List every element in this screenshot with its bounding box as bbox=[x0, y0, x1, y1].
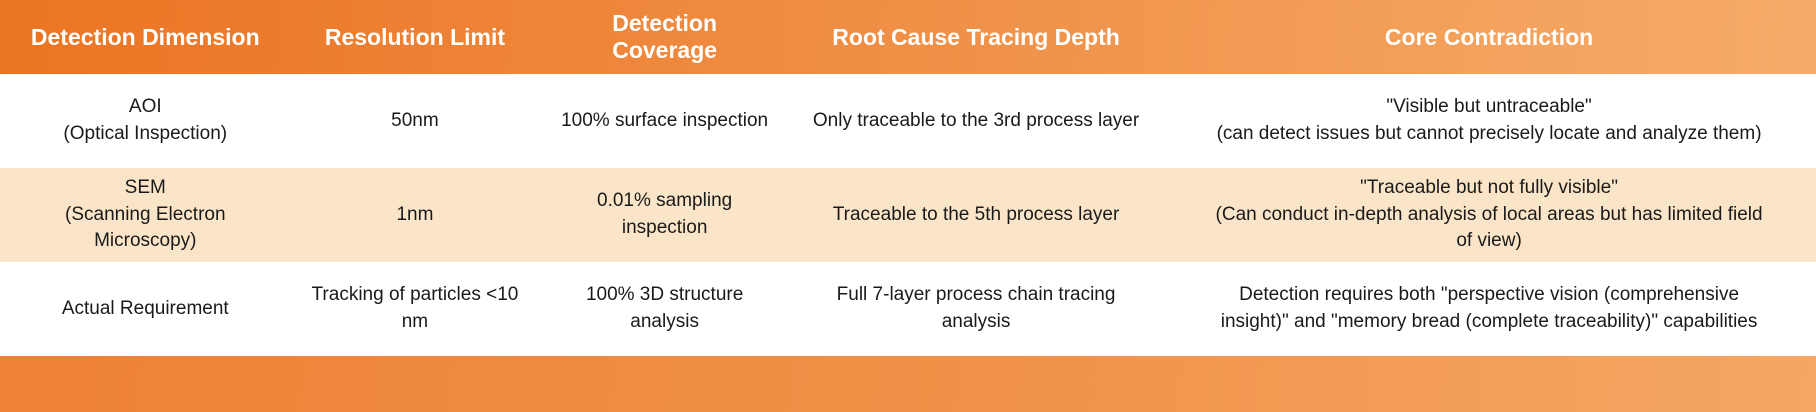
table-row-aoi: AOI (Optical Inspection) 50nm 100% surfa… bbox=[0, 74, 1816, 168]
cell-text: 100% 3D structure analysis bbox=[585, 284, 744, 332]
header-cell-detection-coverage: Detection Coverage bbox=[539, 0, 790, 74]
cell-aoi-coverage: 100% surface inspection bbox=[539, 74, 790, 168]
cell-aoi-tracing-depth: Only traceable to the 3rd process layer bbox=[790, 74, 1162, 168]
header-cell-resolution-limit: Resolution Limit bbox=[291, 0, 540, 74]
table-row-sem: SEM (Scanning Electron Microscopy) 1nm 0… bbox=[0, 168, 1816, 262]
cell-text: "Visible but untraceable" (can detect is… bbox=[1216, 96, 1762, 144]
cell-requirement-resolution: Tracking of particles <10 nm bbox=[291, 262, 540, 356]
cell-requirement-coverage: 100% 3D structure analysis bbox=[539, 262, 790, 356]
cell-requirement-contradiction: Detection requires both "perspective vis… bbox=[1162, 262, 1816, 356]
cell-aoi-contradiction: "Visible but untraceable" (can detect is… bbox=[1162, 74, 1816, 168]
cell-text: 0.01% sampling inspection bbox=[597, 190, 733, 238]
cell-text: AOI (Optical Inspection) bbox=[63, 96, 228, 144]
cell-text: Only traceable to the 3rd process layer bbox=[812, 109, 1140, 131]
cell-sem-resolution: 1nm bbox=[291, 168, 540, 262]
cell-text: Actual Requirement bbox=[61, 297, 229, 319]
header-label-detection-coverage: Detection Coverage bbox=[612, 10, 718, 63]
cell-sem-contradiction: "Traceable but not fully visible" (Can c… bbox=[1162, 168, 1816, 262]
cell-text: Full 7-layer process chain tracing analy… bbox=[836, 284, 1116, 332]
cell-text: SEM (Scanning Electron Microscopy) bbox=[65, 177, 226, 252]
cell-text: Traceable to the 5th process layer bbox=[832, 203, 1120, 225]
header-label-core-contradiction: Core Contradiction bbox=[1384, 23, 1594, 50]
cell-sem-coverage: 0.01% sampling inspection bbox=[539, 168, 790, 262]
table-row-actual-requirement: Actual Requirement Tracking of particles… bbox=[0, 262, 1816, 356]
cell-aoi-dimension: AOI (Optical Inspection) bbox=[0, 74, 291, 168]
cell-text: "Traceable but not fully visible" (Can c… bbox=[1215, 177, 1763, 252]
header-label-detection-dimension: Detection Dimension bbox=[30, 23, 260, 50]
header-cell-core-contradiction: Core Contradiction bbox=[1162, 0, 1816, 74]
cell-sem-tracing-depth: Traceable to the 5th process layer bbox=[790, 168, 1162, 262]
header-label-resolution-limit: Resolution Limit bbox=[324, 23, 506, 50]
cell-text: 1nm bbox=[396, 203, 434, 225]
header-cell-root-cause-tracing-depth: Root Cause Tracing Depth bbox=[790, 0, 1162, 74]
header-cell-detection-dimension: Detection Dimension bbox=[0, 0, 291, 74]
cell-aoi-resolution: 50nm bbox=[291, 74, 540, 168]
cell-sem-dimension: SEM (Scanning Electron Microscopy) bbox=[0, 168, 291, 262]
bottom-accent-bar bbox=[0, 356, 1816, 412]
cell-text: Tracking of particles <10 nm bbox=[311, 284, 519, 332]
cell-text: Detection requires both "perspective vis… bbox=[1220, 284, 1758, 332]
header-label-root-cause-tracing-depth: Root Cause Tracing Depth bbox=[832, 23, 1120, 50]
table-header-row: Detection Dimension Resolution Limit Det… bbox=[0, 0, 1816, 74]
cell-text: 100% surface inspection bbox=[561, 109, 769, 131]
cell-text: 50nm bbox=[391, 109, 439, 131]
cell-requirement-tracing-depth: Full 7-layer process chain tracing analy… bbox=[790, 262, 1162, 356]
cell-requirement-dimension: Actual Requirement bbox=[0, 262, 291, 356]
